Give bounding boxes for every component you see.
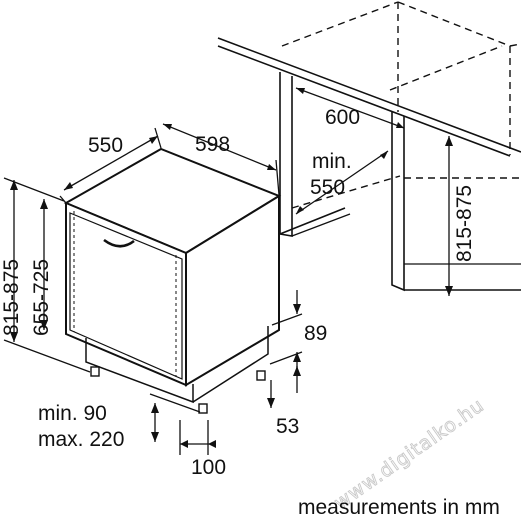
cabinet-niche bbox=[217, 1, 521, 296]
niche-depth-min-label: min. bbox=[312, 150, 352, 173]
foot-offset-label: 100 bbox=[191, 456, 226, 479]
width-label: 598 bbox=[195, 133, 230, 156]
depth-label: 550 bbox=[88, 134, 123, 157]
dishwasher-body bbox=[63, 147, 282, 414]
dimension-lines bbox=[3, 123, 303, 455]
niche-width-label: 600 bbox=[325, 106, 360, 129]
foot-max-label: max. 220 bbox=[38, 428, 124, 451]
total-height-label: 815-875 bbox=[0, 259, 23, 336]
niche-depth-value-label: 550 bbox=[310, 176, 345, 199]
plinth-depth-label: 53 bbox=[276, 415, 299, 438]
plinth-height-label: 89 bbox=[304, 322, 327, 345]
measurement-unit-note: measurements in mm bbox=[298, 496, 500, 519]
niche-height-label: 815-875 bbox=[453, 185, 476, 262]
foot-min-label: min. 90 bbox=[38, 402, 107, 425]
body-height-label: 655-725 bbox=[30, 259, 53, 336]
